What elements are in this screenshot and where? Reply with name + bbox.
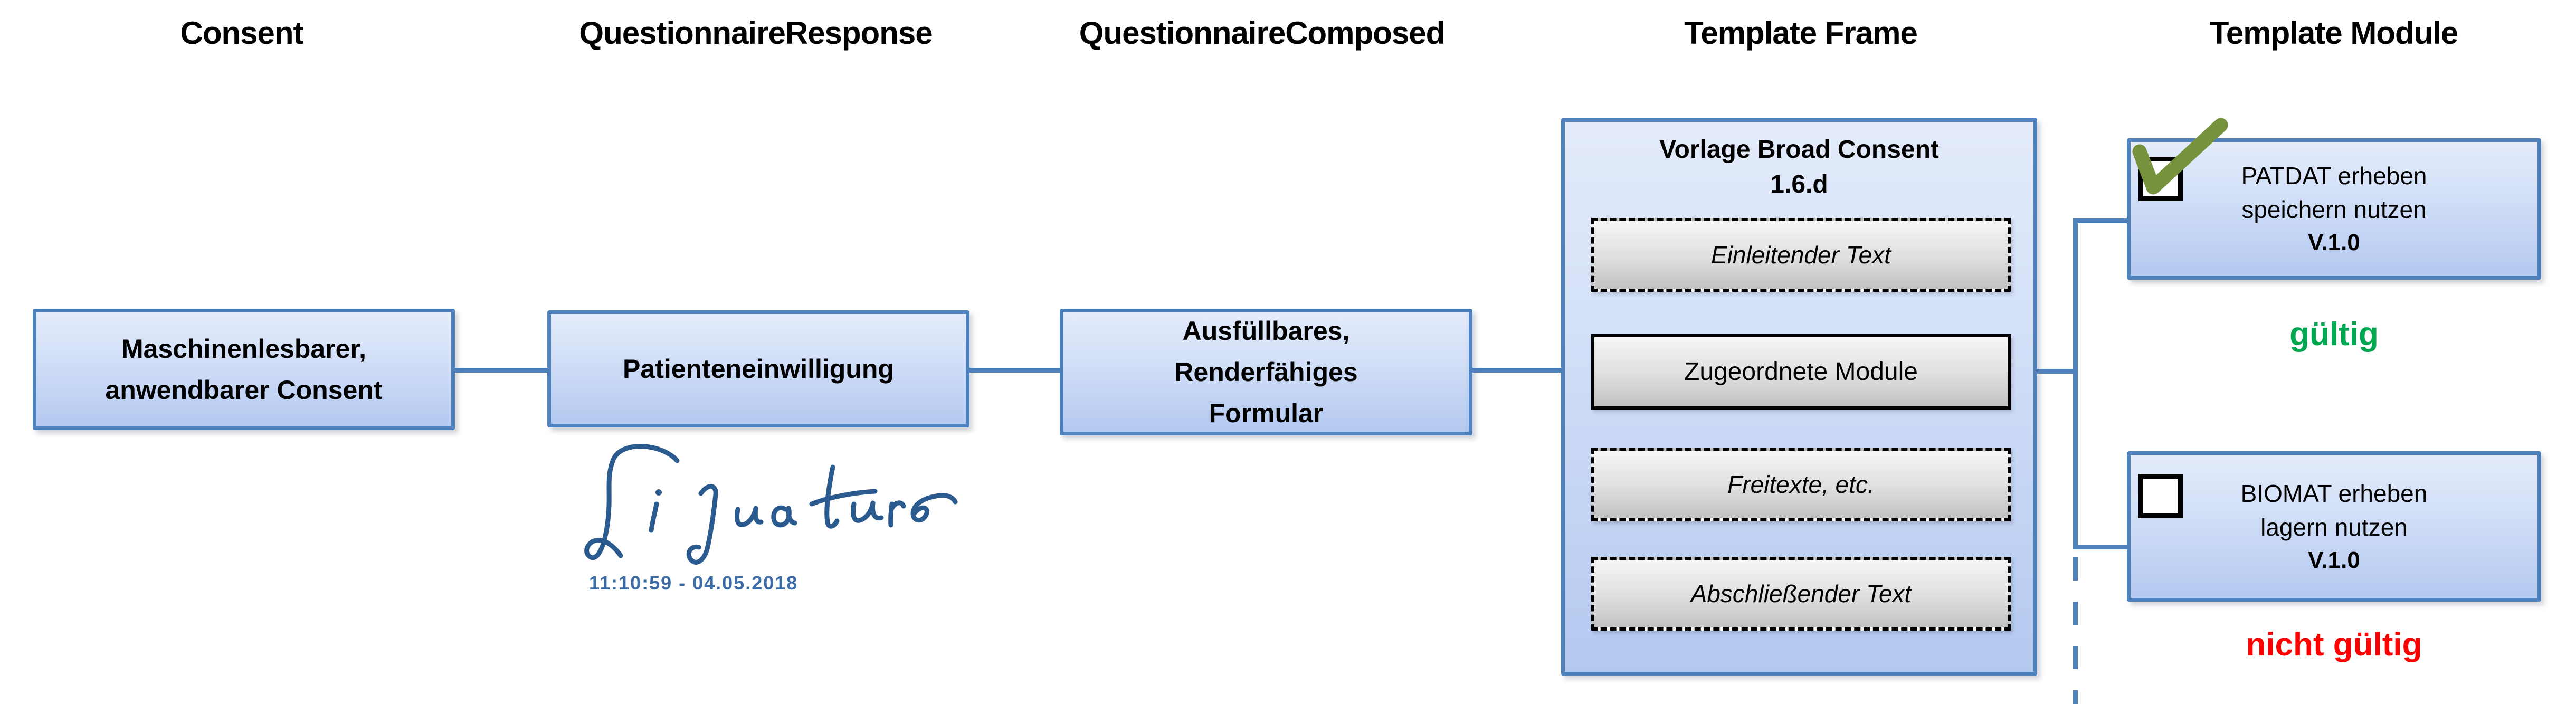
box-text-line: Ausfüllbares, (1182, 316, 1350, 346)
connector-consent-response (454, 368, 548, 373)
column-header-template-frame: Template Frame (1684, 15, 1918, 51)
column-header-questionnaire-response: QuestionnaireResponse (579, 15, 933, 51)
module-text-line: lagern nutzen (2260, 513, 2408, 541)
signature-icon (584, 444, 958, 565)
column-header-consent: Consent (180, 15, 304, 51)
frame-title: Vorlage Broad Consent (1659, 136, 1939, 164)
slot-einleitender-text: Einleitender Text (1591, 218, 2011, 292)
column-header-template-module: Template Module (2209, 15, 2459, 51)
checkbox-biomat-unchecked (2138, 474, 2183, 518)
box-fillable-form: Ausfüllbares, Renderfähiges Formular (1060, 309, 1472, 435)
checkmark-icon (2132, 118, 2228, 195)
box-text-line: Maschinenlesbarer, (121, 334, 367, 364)
status-patdat-valid: gültig (2289, 316, 2379, 353)
module-version: V.1.0 (2308, 230, 2360, 255)
template-frame-box: Vorlage Broad Consent 1.6.d Einleitender… (1561, 118, 2037, 676)
module-biomat: BIOMAT erheben lagern nutzen V.1.0 (2127, 451, 2541, 602)
frame-title-version: 1.6.d (1770, 170, 1828, 198)
signature-timestamp: 11:10:59 - 04.05.2018 (589, 572, 799, 594)
module-text-line: PATDAT erheben (2241, 162, 2427, 189)
slot-freitexte: Freitexte, etc. (1591, 448, 2011, 521)
module-text-line: BIOMAT erheben (2240, 479, 2428, 507)
module-trunk-line (2073, 218, 2078, 549)
connector-response-composed (968, 368, 1061, 373)
box-text-line: Formular (1209, 398, 1324, 428)
connector-composed-frame (1471, 368, 1562, 373)
box-text-line: Patienteneinwilligung (623, 354, 894, 384)
connector-modules-link (2010, 369, 2077, 374)
module-patdat: PATDAT erheben speichern nutzen V.1.0 (2127, 138, 2541, 280)
box-text-line: anwendbarer Consent (105, 375, 383, 405)
slot-zugeordnete-module: Zugeordnete Module (1591, 334, 2011, 410)
module-trunk-line-dashed (2073, 557, 2078, 704)
slot-abschliessender-text: Abschließender Text (1591, 557, 2011, 631)
module-text-line: speichern nutzen (2241, 196, 2427, 223)
column-header-questionnaire-composed: QuestionnaireComposed (1079, 15, 1445, 51)
status-biomat-invalid: nicht gültig (2246, 626, 2422, 663)
box-text-line: Renderfähiges (1174, 357, 1358, 387)
box-patient-consent: Patienteneinwilligung (547, 310, 969, 427)
module-version: V.1.0 (2308, 547, 2360, 573)
branch-to-patdat-module (2074, 218, 2129, 223)
branch-to-biomat-module (2074, 545, 2129, 549)
box-machine-readable-consent: Maschinenlesbarer, anwendbarer Consent (33, 309, 455, 430)
